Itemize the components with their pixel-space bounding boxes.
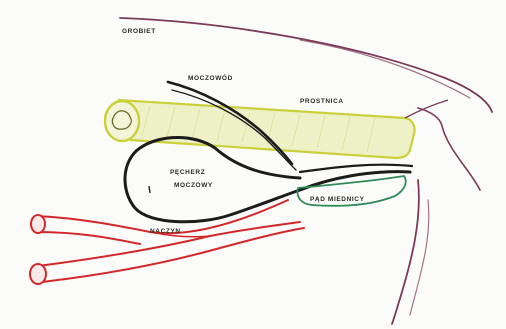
body-contour-lower-inner: [410, 200, 429, 315]
label-ureter: MOCZOWÓD: [188, 73, 233, 82]
label-pelvic-floor: PĄD MIEDNICY: [310, 196, 365, 203]
body-contour-upper-inner: [300, 40, 470, 98]
body-contour-right: [418, 108, 480, 190]
rectum-right-end: [405, 100, 448, 118]
label-rectum: PROSTNICA: [300, 98, 344, 105]
label-vessels: NACZYN: [150, 228, 181, 235]
vessel-lower-opening: [30, 264, 46, 284]
label-bladder-line-1: PĘCHERZ: [170, 169, 205, 176]
bladder-tick: [149, 186, 150, 193]
rectum-tube: [118, 100, 415, 158]
label-bladder-line-2: MOCZOWY: [174, 182, 213, 189]
rectum-opening: [105, 101, 139, 141]
label-groiset: GROBIET: [122, 28, 156, 35]
body-contour-lower: [392, 180, 419, 324]
vessel-upper-opening: [31, 215, 45, 233]
